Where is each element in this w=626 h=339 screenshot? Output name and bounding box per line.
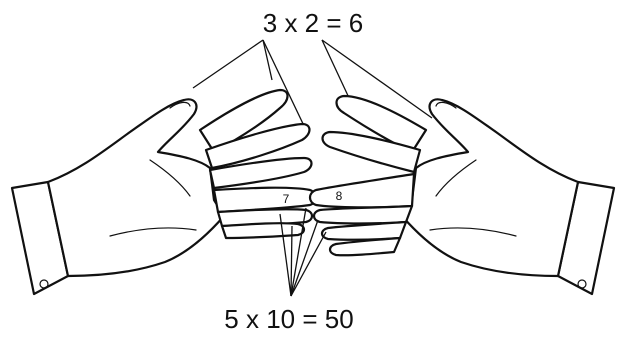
right-hand	[310, 96, 614, 294]
left-finger-label: 7	[283, 192, 290, 206]
left-hand	[12, 90, 316, 294]
right-touching-finger	[310, 174, 414, 207]
left-touching-finger	[214, 188, 316, 212]
top-pointer-right-1	[322, 40, 350, 100]
right-lower-finger-1	[314, 206, 412, 224]
top-equation: 3 x 2 = 6	[263, 8, 363, 38]
bottom-equation: 5 x 10 = 50	[224, 304, 353, 334]
left-palm	[48, 99, 224, 276]
right-palm	[402, 99, 578, 276]
top-pointer-left-2	[263, 40, 272, 80]
right-finger-label: 8	[336, 189, 343, 203]
right-lower-finger-2	[322, 222, 406, 240]
top-pointer-left-1	[193, 40, 263, 88]
